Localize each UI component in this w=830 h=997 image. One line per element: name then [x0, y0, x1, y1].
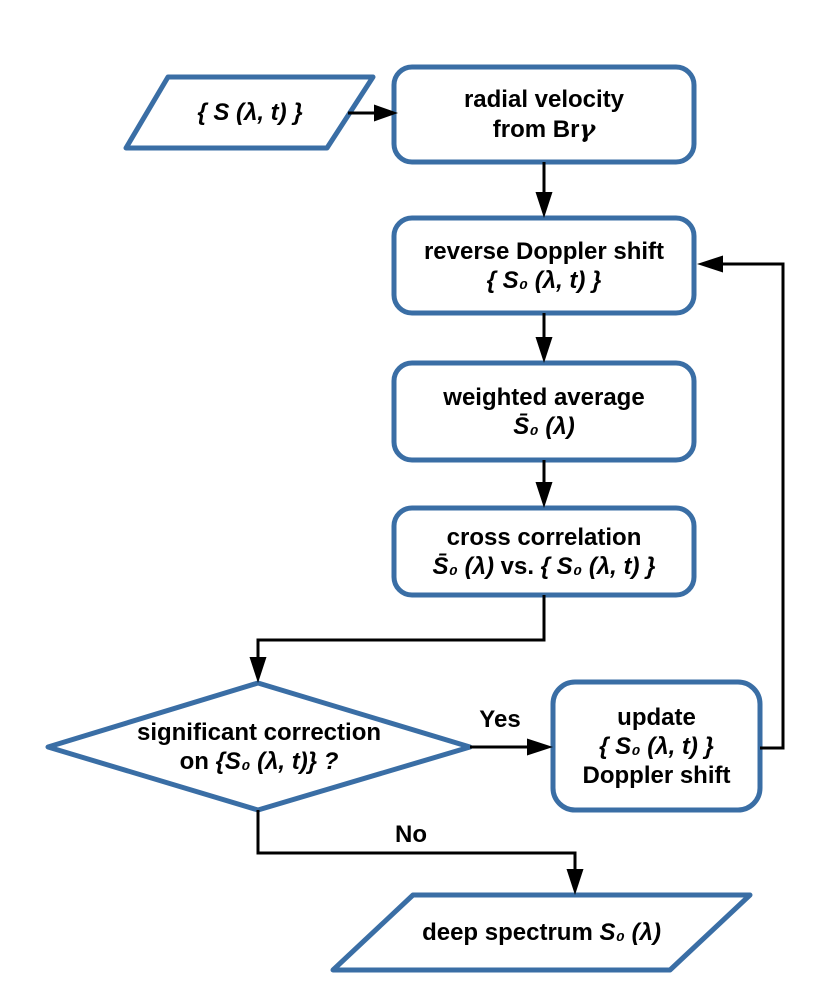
- weighted-average-math-text: S̄₀ (λ): [513, 412, 575, 440]
- edge-cross-correlation-to-decision: [256, 595, 546, 657]
- cross-correlation-line1: cross correlation: [447, 523, 642, 552]
- edge-update-feedback-to-reverse-doppler: [723, 262, 785, 750]
- arrowhead-feedback-into-reverse-doppler: [697, 255, 723, 273]
- weighted-average-node-label: weighted average S̄₀ (λ): [394, 363, 694, 460]
- reverse-doppler-line1-text: reverse Doppler shift: [423, 237, 665, 265]
- decision-math-text: {S₀ (λ, t)} ?: [215, 747, 339, 775]
- update-line3: Doppler shift: [583, 761, 731, 790]
- update-box-shape: [550, 679, 763, 813]
- arrowhead-into-update: [527, 738, 553, 756]
- cross-correlation-math-a: S̄₀ (λ): [432, 552, 501, 580]
- cross-correlation-math-b: { S₀ (λ, t) }: [540, 552, 656, 580]
- cross-correlation-node-label: cross correlation S̄₀ (λ) vs. { S₀ (λ, t…: [394, 508, 694, 595]
- decision-line2: on {S₀ (λ, t)} ?: [180, 747, 339, 776]
- update-node-label: update { S₀ (λ, t) } Doppler shift: [553, 682, 760, 810]
- arrowhead-into-reverse-doppler: [535, 192, 553, 218]
- reverse-doppler-line1: reverse Doppler shift: [424, 237, 664, 266]
- input-math-text: { S (λ, t) }: [197, 99, 303, 126]
- yes-edge-label: Yes: [479, 706, 521, 733]
- decision-on-text: on: [179, 747, 216, 775]
- reverse-doppler-math-text: { S₀ (λ, t) }: [486, 266, 602, 294]
- radial-velocity-node-label: radial velocity from Brγ: [394, 67, 694, 162]
- radial-velocity-line1: radial velocity: [464, 85, 624, 114]
- radial-velocity-line1-text: radial velocity: [463, 86, 625, 113]
- decision-line1: significant correction: [137, 718, 381, 747]
- no-edge-label: No: [395, 821, 427, 848]
- output-label-line: deep spectrum S₀ (λ): [422, 918, 661, 947]
- arrowhead-into-output: [566, 869, 584, 895]
- reverse-doppler-line2: { S₀ (λ, t) }: [487, 266, 602, 295]
- arrowhead-into-radial-velocity: [374, 104, 398, 122]
- gamma-symbol: γ: [579, 114, 596, 143]
- arrowhead-into-cross-correlation: [535, 482, 553, 508]
- update-line3-text: Doppler shift: [582, 761, 731, 789]
- radial-velocity-line2-text: from Br: [492, 116, 580, 143]
- update-line1-text: update: [617, 703, 696, 731]
- output-node-label: deep spectrum S₀ (λ): [333, 895, 750, 970]
- decision-node-label: significant correction on {S₀ (λ, t)} ?: [48, 683, 470, 810]
- cross-correlation-vs-text: vs.: [500, 552, 541, 580]
- input-node-label: { S (λ, t) }: [150, 79, 350, 146]
- output-text: deep spectrum: [422, 919, 600, 946]
- edge-decision-no-to-output: [256, 810, 577, 869]
- input-parallelogram-shape: [123, 74, 376, 151]
- cross-correlation-line2: S̄₀ (λ) vs. { S₀ (λ, t) }: [432, 552, 655, 581]
- weighted-average-line1: weighted average: [443, 383, 644, 412]
- output-parallelogram-shape: [330, 892, 753, 973]
- update-line1: update: [617, 703, 696, 732]
- arrowhead-into-decision: [249, 657, 267, 683]
- output-math-text: S₀ (λ): [599, 919, 661, 946]
- input-label-line: { S (λ, t) }: [197, 98, 302, 127]
- cross-correlation-line1-text: cross correlation: [446, 523, 642, 551]
- decision-line1-text: significant correction: [136, 718, 382, 746]
- update-math-text: { S₀ (λ, t) }: [599, 732, 714, 760]
- weighted-average-line2: S̄₀ (λ): [513, 412, 574, 441]
- arrowhead-into-weighted-average: [535, 337, 553, 363]
- reverse-doppler-node-label: reverse Doppler shift { S₀ (λ, t) }: [394, 218, 694, 313]
- radial-velocity-line2: from Brγ: [493, 114, 596, 144]
- update-line2: { S₀ (λ, t) }: [599, 732, 714, 761]
- weighted-average-line1-text: weighted average: [443, 383, 645, 411]
